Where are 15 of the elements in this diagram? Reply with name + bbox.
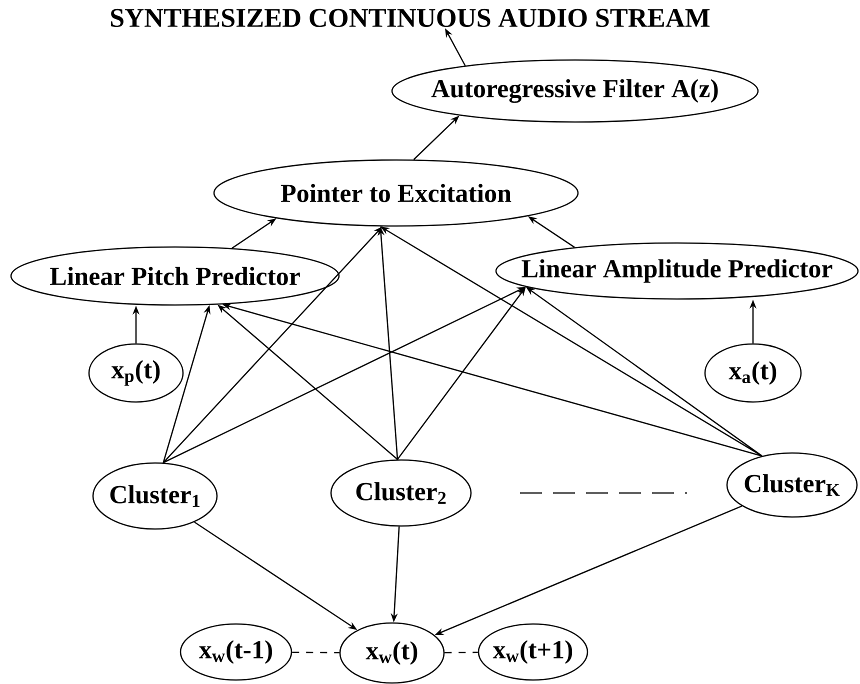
ellipse-node: Cluster$_{K}$: [726, 452, 858, 518]
ellipse-node: x$_{p}$(t): [88, 343, 184, 403]
ellipse-node: x$_{w}$(t-1): [180, 623, 292, 681]
ellipse-node: Pointer to Excitation: [213, 159, 579, 227]
ellipse-node: x$_{w}$(t): [339, 622, 445, 684]
dashed-line: [292, 652, 340, 654]
dashed-line: [444, 652, 478, 654]
heading-text: SYNTHESIZED CONTINUOUS AUDIO STREAM: [111, 8, 710, 28]
ellipse-node: Linear Amplitude Predictor: [495, 242, 859, 300]
ellipse-node: Cluster$_{1}$: [92, 462, 218, 530]
ellipse-node: Cluster$_{2}$: [330, 459, 472, 527]
ellipse-node: x$_{w}$(t+1): [478, 623, 588, 681]
ellipse-node: Autoregressive Filter A(z): [391, 59, 759, 123]
ellipse-node: x$_{a}$(t): [704, 343, 802, 403]
ellipse-node: Linear Pitch Predictor: [10, 246, 340, 306]
